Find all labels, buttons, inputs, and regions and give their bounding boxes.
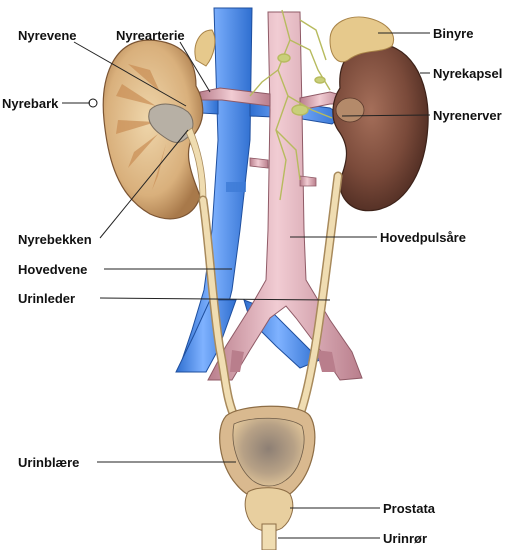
label-nyrekapsel: Nyrekapsel bbox=[433, 66, 502, 81]
label-urinror: Urinrør bbox=[383, 531, 427, 546]
label-nyrebekken: Nyrebekken bbox=[18, 232, 92, 247]
nyre-venstre-shape bbox=[333, 44, 428, 211]
label-nyrebark: Nyrebark bbox=[2, 96, 58, 111]
urinblaere-shape bbox=[220, 406, 315, 550]
label-nyrenerver: Nyrenerver bbox=[433, 108, 502, 123]
label-nyrevene: Nyrevene bbox=[18, 28, 77, 43]
label-nyrearterie: Nyrearterie bbox=[116, 28, 185, 43]
label-urinleder: Urinleder bbox=[18, 291, 75, 306]
label-urinblaere: Urinblære bbox=[18, 455, 79, 470]
label-hovedpulsaare: Hovedpulsåre bbox=[380, 230, 466, 245]
nyre-hoyre-shape bbox=[89, 40, 206, 219]
label-binyre: Binyre bbox=[433, 26, 473, 41]
label-hovedvene: Hovedvene bbox=[18, 262, 87, 277]
label-prostata: Prostata bbox=[383, 501, 435, 516]
